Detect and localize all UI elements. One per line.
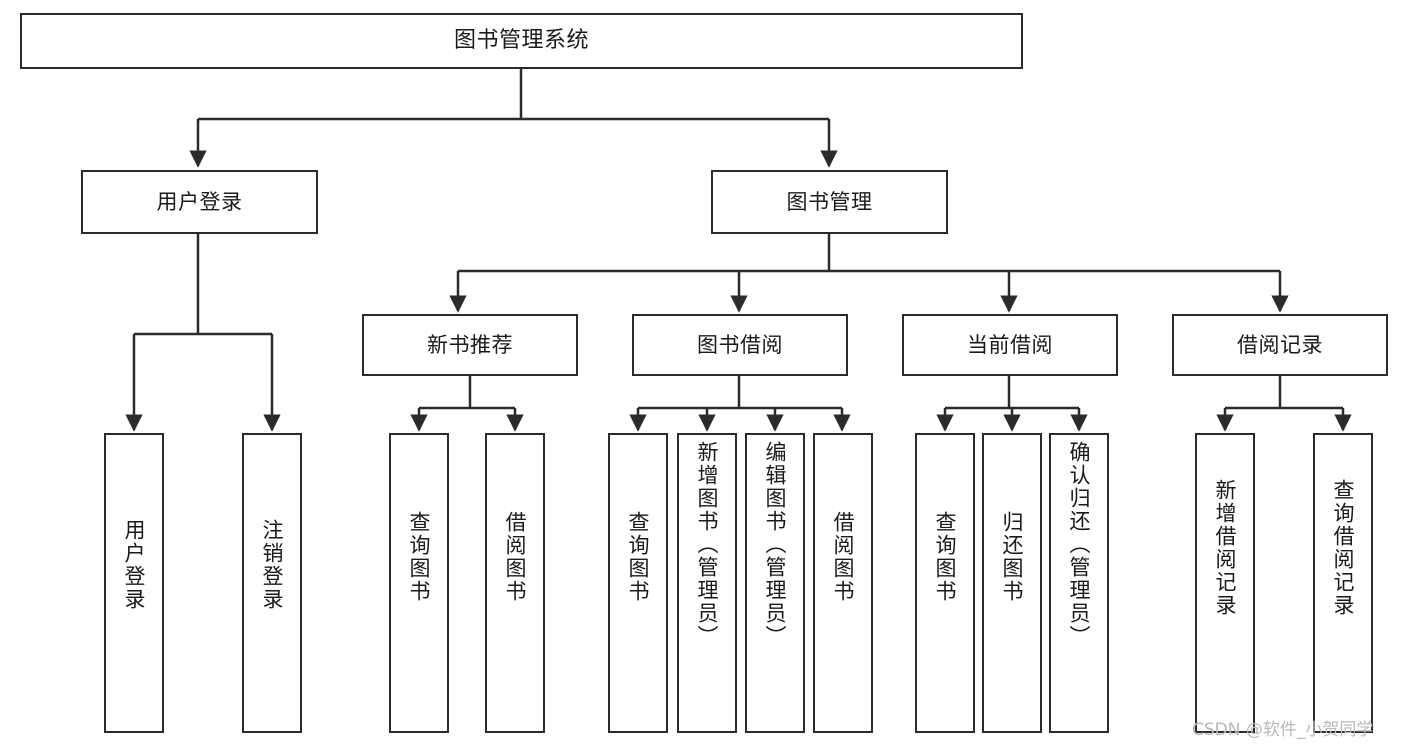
- node-label: 查询图书: [407, 511, 432, 603]
- leaf-query-book-current[interactable]: 查询图书: [915, 433, 975, 733]
- node-label: 新书推荐: [427, 332, 513, 357]
- node-label: 新增图书（管理员）: [695, 441, 720, 648]
- node-label: 借阅图书: [503, 511, 528, 603]
- leaf-add-book-admin[interactable]: 新增图书（管理员）: [677, 433, 737, 733]
- leaf-user-login[interactable]: 用户登录: [104, 433, 164, 733]
- node-label: 注销登录: [260, 519, 285, 611]
- leaf-logout-login[interactable]: 注销登录: [242, 433, 302, 733]
- csdn-watermark: CSDN @软件_小贺同学: [1192, 720, 1374, 740]
- leaf-confirm-return-admin[interactable]: 确认归还（管理员）: [1049, 433, 1109, 733]
- leaf-borrow-book-recommend[interactable]: 借阅图书: [485, 433, 545, 733]
- node-label: 归还图书: [1000, 511, 1025, 603]
- node-new-book-recommend[interactable]: 新书推荐: [362, 314, 578, 376]
- leaf-return-book[interactable]: 归还图书: [982, 433, 1042, 733]
- leaf-query-book-recommend[interactable]: 查询图书: [389, 433, 449, 733]
- leaf-add-borrow-record[interactable]: 新增借阅记录: [1195, 433, 1255, 733]
- node-book-manage[interactable]: 图书管理: [711, 170, 948, 234]
- node-label: 当前借阅: [967, 332, 1053, 357]
- node-label: 借阅图书: [831, 511, 856, 603]
- node-label: 图书管理系统: [453, 28, 589, 54]
- node-current-borrow[interactable]: 当前借阅: [902, 314, 1118, 376]
- node-label: 新增借阅记录: [1213, 479, 1238, 617]
- node-label: 查询图书: [626, 511, 651, 603]
- node-label: 借阅记录: [1237, 332, 1323, 357]
- node-root-system[interactable]: 图书管理系统: [20, 13, 1023, 69]
- node-label: 图书管理: [786, 189, 873, 214]
- node-label: 图书借阅: [697, 332, 783, 357]
- node-book-borrow[interactable]: 图书借阅: [632, 314, 848, 376]
- leaf-borrow-book-borrow[interactable]: 借阅图书: [813, 433, 873, 733]
- node-label: 查询借阅记录: [1331, 479, 1356, 617]
- node-label: 编辑图书（管理员）: [763, 441, 788, 648]
- node-label: 用户登录: [156, 189, 243, 214]
- leaf-query-borrow-record[interactable]: 查询借阅记录: [1313, 433, 1373, 733]
- node-label: 用户登录: [122, 519, 147, 611]
- node-borrow-record[interactable]: 借阅记录: [1172, 314, 1388, 376]
- node-label: 确认归还（管理员）: [1067, 441, 1092, 648]
- leaf-edit-book-admin[interactable]: 编辑图书（管理员）: [745, 433, 805, 733]
- node-user-login[interactable]: 用户登录: [81, 170, 318, 234]
- leaf-query-book-borrow[interactable]: 查询图书: [608, 433, 668, 733]
- node-label: 查询图书: [933, 511, 958, 603]
